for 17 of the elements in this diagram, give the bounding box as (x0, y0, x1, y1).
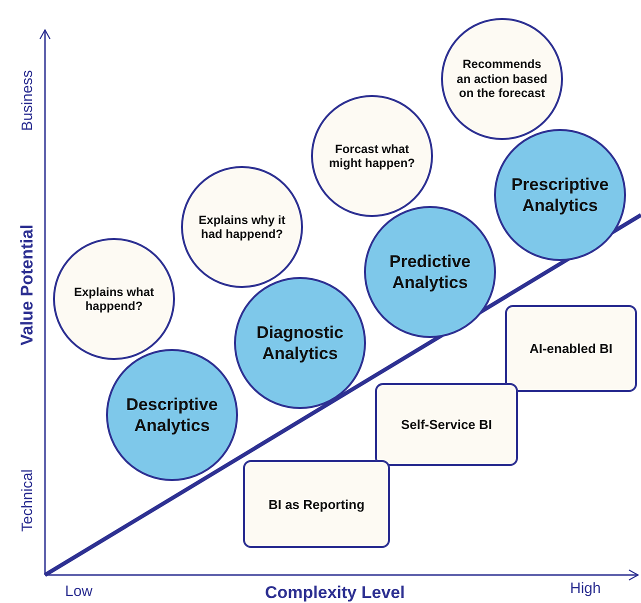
description-bubble: Explains why it had happend? (181, 166, 303, 288)
bi-stage-card: AI-enabled BI (505, 305, 637, 392)
bi-stage-card: BI as Reporting (243, 460, 390, 548)
analytics-circle: Descriptive Analytics (106, 349, 238, 481)
analytics-circle: Prescriptive Analytics (494, 129, 626, 261)
bi-stage-card: Self-Service BI (375, 383, 518, 466)
description-bubble: Forcast what might happen? (311, 95, 433, 217)
axis-end-label: Low (65, 583, 93, 600)
description-bubble: Recommends an action based on the forecast (441, 18, 563, 140)
axis-end-label: Business (18, 70, 36, 130)
axis-title: Value Potential (16, 224, 37, 346)
axis-end-label: Technical (18, 468, 36, 532)
axis-title: Complexity Level (265, 583, 405, 603)
analytics-circle: Predictive Analytics (364, 206, 496, 338)
analytics-circle: Diagnostic Analytics (234, 277, 366, 409)
axis-end-label: High (570, 580, 601, 597)
description-bubble: Explains what happend? (53, 238, 175, 360)
